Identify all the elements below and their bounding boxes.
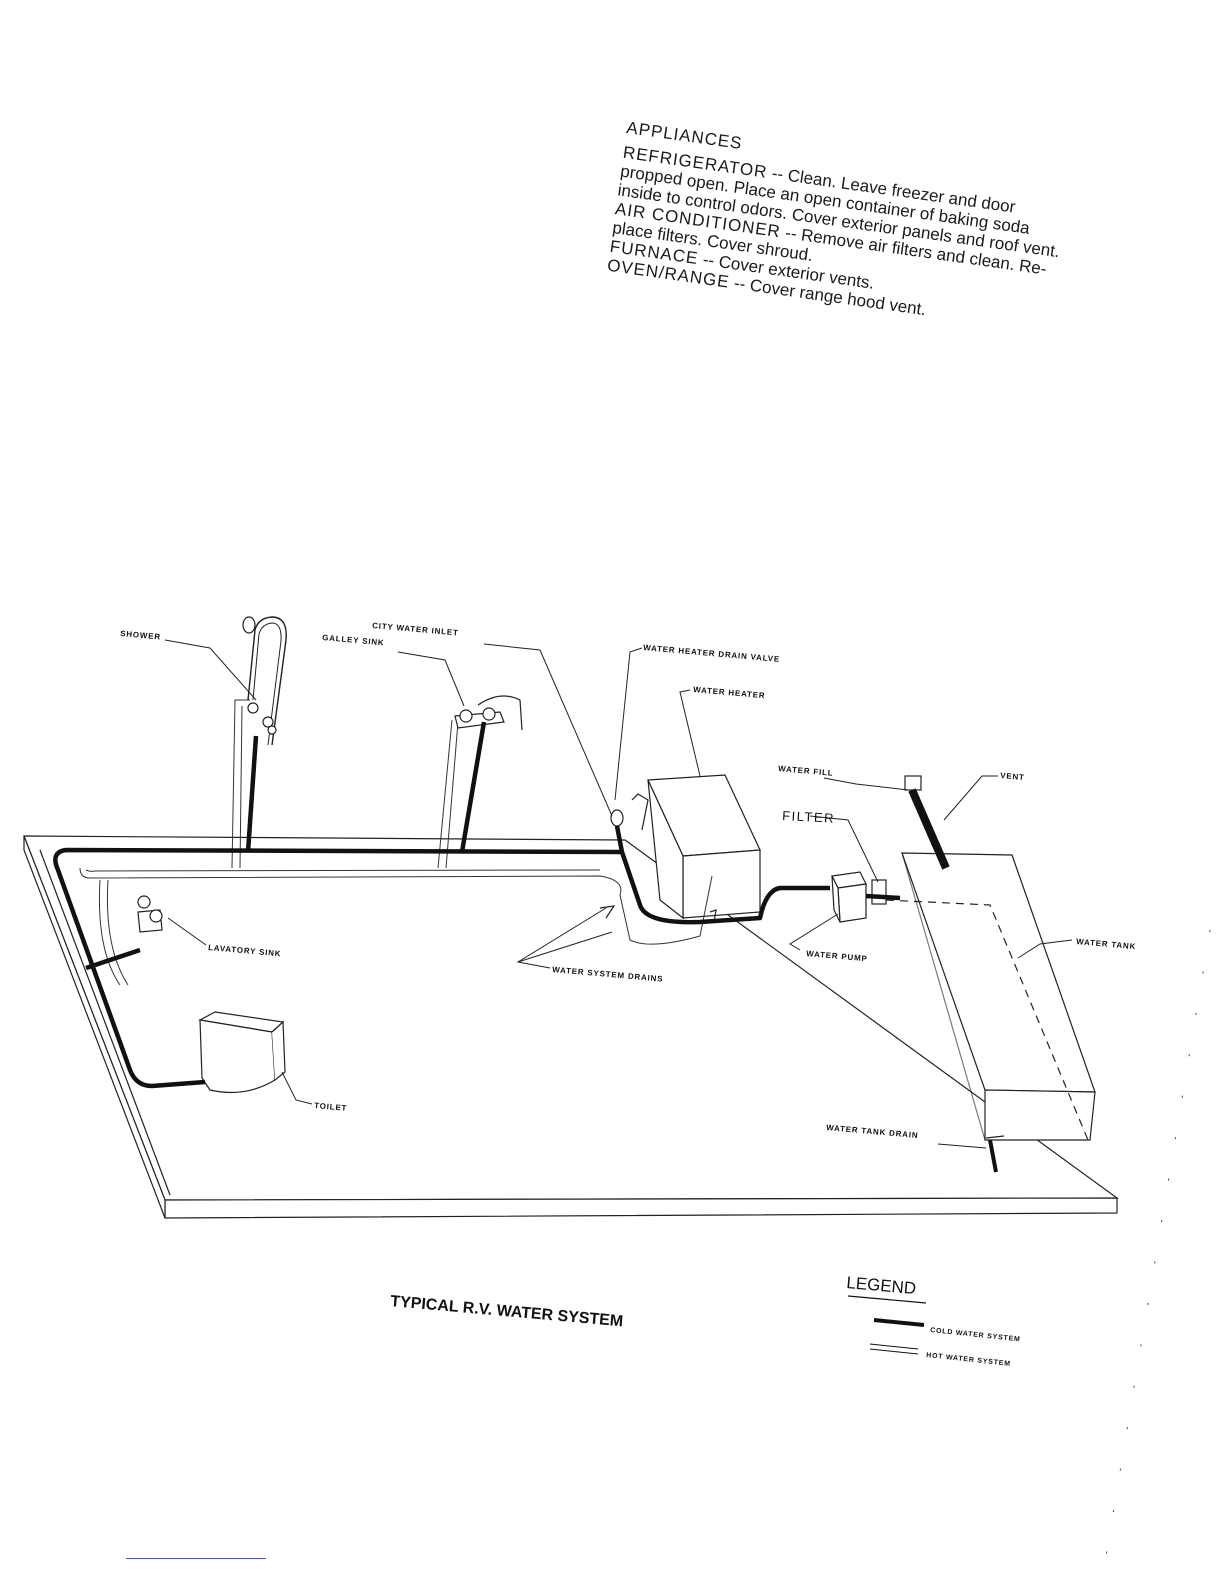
diagram-title: TYPICAL R.V. WATER SYSTEM <box>390 1293 624 1330</box>
vent-pipe <box>908 788 950 870</box>
floor-platform-front-edge <box>164 1197 1118 1219</box>
label-toilet: TOILET <box>314 1101 348 1113</box>
hot-water-lines <box>79 699 713 986</box>
label-water-pump: WATER PUMP <box>806 949 868 963</box>
bottom-rule <box>126 1558 266 1559</box>
legend-cold-label: COLD WATER SYSTEM <box>930 1327 1021 1343</box>
cold-water-lines <box>53 721 901 1089</box>
city-water-inlet <box>610 793 649 831</box>
label-water-tank: WATER TANK <box>1076 937 1137 951</box>
galley-sink <box>454 695 523 731</box>
label-water-fill: WATER FILL <box>778 764 834 778</box>
legend: LEGEND COLD WATER SYSTEM HOT WATER SYSTE… <box>846 1273 1021 1368</box>
water-pump <box>831 871 867 923</box>
toilet <box>198 1011 286 1094</box>
water-system-drain-valve <box>709 909 717 923</box>
floor-inner-edge <box>39 849 171 1196</box>
water-tank <box>885 852 1096 1141</box>
legend-hot-swatch <box>869 1348 919 1355</box>
water-tank-drain <box>985 1135 1005 1173</box>
label-city-water-inlet: CITY WATER INLET <box>372 621 459 638</box>
margin-scan-marks <box>1101 929 1211 1581</box>
label-shower: SHOWER <box>120 629 161 642</box>
label-water-heater: WATER HEATER <box>693 685 766 700</box>
legend-heading: LEGEND <box>846 1273 917 1298</box>
leader-lines <box>164 639 1073 1149</box>
label-filter: FILTER <box>782 808 836 826</box>
legend-hot-label: HOT WATER SYSTEM <box>926 1352 1011 1368</box>
water-heater <box>647 774 761 920</box>
shower <box>242 616 287 746</box>
label-galley-sink: GALLEY SINK <box>322 633 385 647</box>
legend-hot-swatch <box>869 1343 919 1350</box>
floor-platform-left-edge <box>23 835 166 1219</box>
legend-cold-swatch <box>873 1318 925 1327</box>
label-vent: VENT <box>1000 771 1025 782</box>
filter <box>871 879 887 905</box>
water-system-drain-valve <box>599 905 616 919</box>
lavatory-sink <box>137 895 163 933</box>
legend-heading-underline <box>847 1295 927 1304</box>
label-water-heater-drain-valve: WATER HEATER DRAIN VALVE <box>643 643 781 664</box>
water-fill <box>904 775 922 791</box>
